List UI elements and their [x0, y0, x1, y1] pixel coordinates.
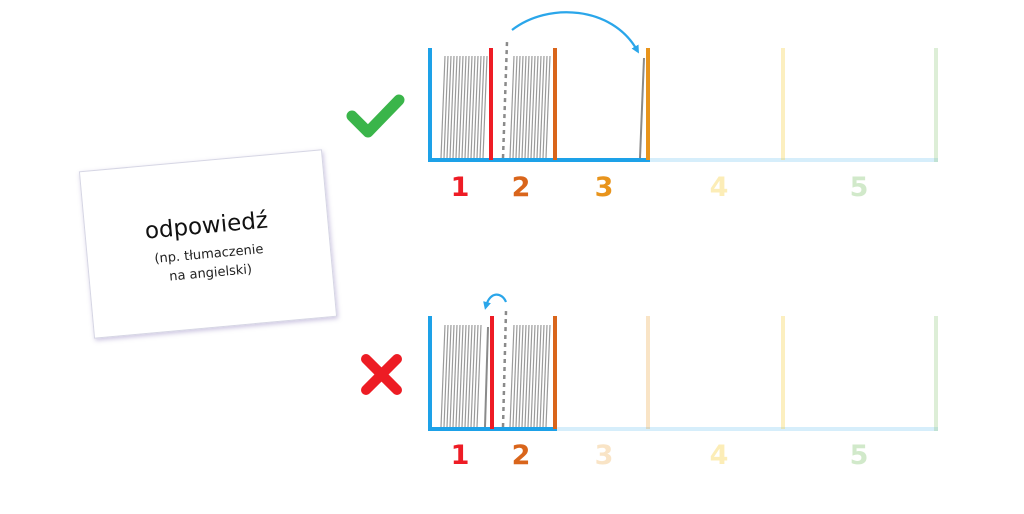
cards-box-2 — [509, 55, 551, 159]
box-label-3: 3 — [595, 172, 614, 203]
moved-card-origin — [501, 41, 509, 159]
box-label-5: 5 — [850, 172, 869, 203]
moved-card — [639, 57, 645, 159]
box-label-1: 1 — [451, 440, 470, 471]
box-outline-active — [428, 316, 557, 431]
box-outline-active — [428, 48, 650, 162]
box-label-4: 4 — [710, 440, 729, 471]
faded-boxes — [648, 48, 938, 162]
box-label-1: 1 — [451, 172, 470, 203]
box-label-2: 2 — [512, 172, 531, 203]
box-label-4: 4 — [710, 172, 729, 203]
cross-icon — [361, 354, 402, 395]
cards-box-1 — [440, 55, 488, 159]
box-label-5: 5 — [850, 440, 869, 471]
box-label-3: 3 — [595, 440, 614, 471]
faded-boxes — [555, 316, 938, 431]
promotion-arrow-icon — [511, 11, 639, 54]
cards-box-2 — [509, 324, 551, 428]
cards-box-1 — [440, 324, 482, 428]
correct-row: 1 2 3 4 5 — [346, 11, 938, 203]
moved-card — [484, 326, 489, 428]
box-label-2: 2 — [512, 440, 531, 471]
flashcard: odpowiedź (np. tłumaczenie na angielski) — [78, 149, 338, 339]
checkmark-icon — [346, 94, 405, 138]
moved-card-origin — [501, 310, 508, 428]
incorrect-row: 1 2 3 4 5 — [361, 293, 938, 471]
demotion-arrow-icon — [483, 293, 508, 310]
